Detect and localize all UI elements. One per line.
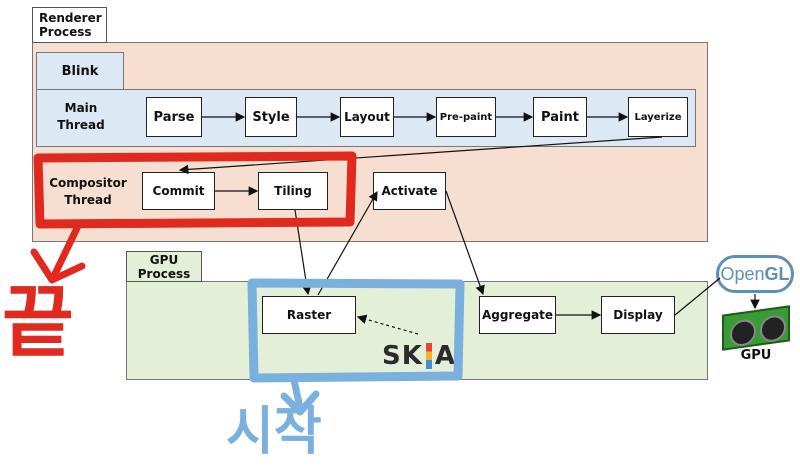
- parse-label: Parse: [153, 109, 195, 125]
- main-thread-label-line1: Main: [64, 101, 98, 115]
- arrow-activate-aggregate: [445, 190, 485, 296]
- display-node: Display: [601, 296, 675, 334]
- gpu-title-line1: GPU: [149, 253, 179, 267]
- opengl-logo: Open GL: [716, 255, 794, 293]
- arrow-layerize-commit: [178, 136, 663, 175]
- paint-label: Paint: [541, 109, 579, 125]
- raster-label: Raster: [286, 308, 332, 322]
- activate-label: Activate: [381, 184, 438, 198]
- opengl-text-a: Open: [720, 263, 765, 284]
- renderer-title-line2: Process: [39, 25, 92, 39]
- main-thread-label-line2: Thread: [57, 118, 105, 132]
- compositor-label-line1: Compositor: [49, 176, 127, 190]
- red-annotation-text: 끝: [2, 278, 74, 368]
- arrow-skia-raster: [356, 314, 419, 335]
- skia-letters-b: A: [434, 341, 456, 371]
- blue-annotation-text: 시작: [226, 402, 322, 462]
- gpu-hardware-label: GPU: [740, 348, 772, 363]
- commit-label: Commit: [152, 184, 205, 198]
- blue-arrow: [280, 376, 320, 416]
- red-highlight-box: [33, 151, 357, 229]
- pre-paint-node: Pre-paint: [436, 97, 496, 137]
- gpu-title-line2: Process: [137, 267, 191, 281]
- layerize-label: Layerize: [634, 111, 682, 123]
- renderer-title-line1: Renderer: [39, 11, 102, 25]
- compositor-thread-label: Compositor Thread: [42, 175, 134, 209]
- skia-logo: SK A: [382, 336, 462, 376]
- arrow-display-opengl: [674, 277, 721, 316]
- blink-label: Blink: [61, 63, 99, 79]
- blink-tab: Blink: [36, 52, 124, 90]
- layerize-node: Layerize: [628, 97, 688, 137]
- skia-letters-a: SK: [382, 341, 423, 371]
- paint-node: Paint: [533, 97, 587, 137]
- skia-i-mark: [425, 343, 432, 369]
- main-thread-label: Main Thread: [46, 100, 116, 134]
- commit-node: Commit: [142, 172, 215, 210]
- blue-highlight-box: [247, 278, 465, 383]
- opengl-text-b: GL: [764, 263, 790, 284]
- activate-node: Activate: [373, 172, 446, 210]
- aggregate-label: Aggregate: [481, 308, 554, 322]
- style-node: Style: [245, 97, 297, 137]
- style-label: Style: [252, 109, 290, 125]
- display-label: Display: [613, 308, 663, 322]
- arrow-raster-activate: [317, 190, 378, 296]
- red-arrow: [30, 222, 86, 284]
- tiling-node: Tiling: [258, 172, 328, 210]
- raster-node: Raster: [262, 296, 356, 334]
- gpu-process-title: GPU Process: [126, 251, 202, 282]
- aggregate-node: Aggregate: [479, 296, 556, 334]
- layout-node: Layout: [340, 97, 394, 137]
- parse-node: Parse: [146, 97, 202, 137]
- layout-label: Layout: [344, 110, 390, 124]
- compositor-label-line2: Thread: [64, 193, 112, 207]
- pre-paint-label: Pre-paint: [439, 111, 493, 123]
- renderer-process-title: Renderer Process: [32, 7, 107, 43]
- tiling-label: Tiling: [274, 184, 312, 198]
